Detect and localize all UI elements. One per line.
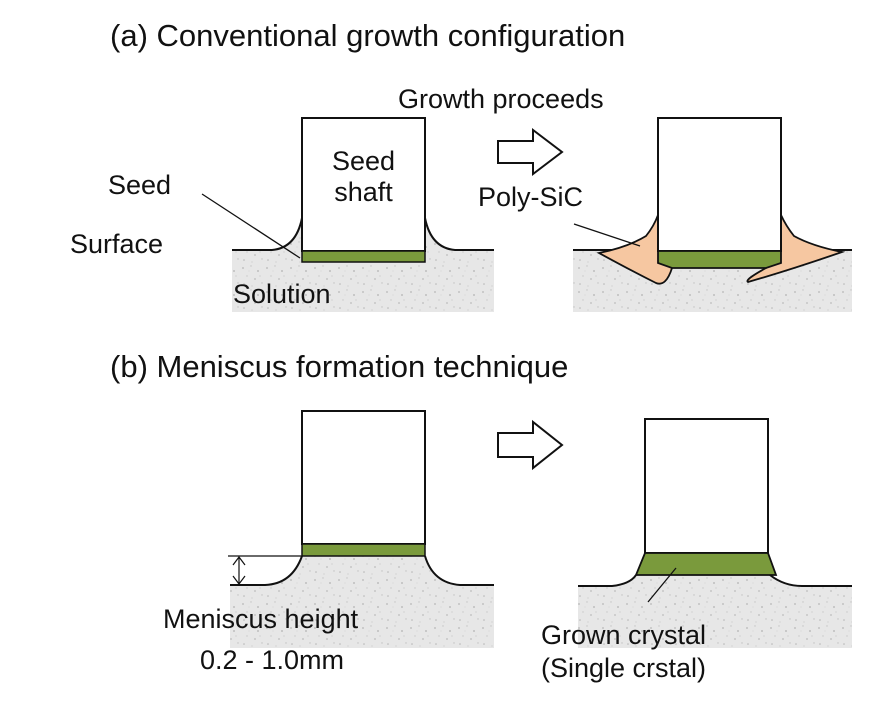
- diagram-b-before: [228, 410, 494, 648]
- seed-shaft-label: Seed shaft: [302, 146, 425, 208]
- growth-proceeds-label: Growth proceeds: [398, 84, 604, 114]
- seed-crystal-b-left: [301, 543, 426, 557]
- seed-crystal-a-left: [301, 250, 426, 263]
- meniscus-surface-line-b-left: [230, 555, 494, 586]
- surface-label: Surface: [70, 229, 164, 259]
- solution-region-b-left: [230, 556, 494, 648]
- diagram-b-after: [578, 418, 852, 648]
- dimension-arrow-down-icon: [232, 575, 246, 585]
- solution-region-a-left: [232, 218, 494, 312]
- poly-sic-label: Poly-SiC: [478, 182, 584, 212]
- seed-label: Seed: [108, 170, 172, 200]
- seed-shaft-b-left: [301, 410, 426, 545]
- grown-crystal-label: Grown crystal: [541, 620, 707, 650]
- grown-crystal-a-right: [657, 250, 782, 269]
- seed-shaft-a-right: [657, 117, 782, 252]
- solution-surface-line-a-left: [232, 217, 494, 251]
- meniscus-height-label: Meniscus height: [163, 604, 359, 634]
- diagram-a-after: [573, 117, 852, 312]
- grown-crystal-leader-line: [647, 567, 677, 603]
- solution-label: Solution: [233, 279, 331, 309]
- solution-region-b-right: [578, 575, 852, 648]
- seed-shaft-label-line1: Seed: [331, 146, 396, 176]
- single-crystal-label: (Single crstal): [541, 653, 707, 683]
- growth-arrow-b-icon: [497, 419, 564, 471]
- poly-sic-leader-line: [573, 223, 641, 247]
- diagram-a-before: [201, 117, 494, 312]
- growth-arrow-icon: [497, 127, 564, 177]
- grown-crystal-b-right: [634, 552, 778, 576]
- dimension-arrow-up-icon: [232, 556, 246, 566]
- seed-shaft-b-right: [644, 418, 769, 554]
- seed-leader-line: [201, 193, 301, 259]
- section-b-title: (b) Meniscus formation technique: [110, 349, 569, 384]
- seed-shaft-a-left: [301, 117, 426, 252]
- section-a-title: (a) Conventional growth configuration: [110, 18, 626, 53]
- seed-shaft-label-line2: shaft: [334, 177, 393, 207]
- meniscus-surface-line-b-right: [578, 574, 852, 587]
- meniscus-height-value: 0.2 - 1.0mm: [200, 645, 345, 675]
